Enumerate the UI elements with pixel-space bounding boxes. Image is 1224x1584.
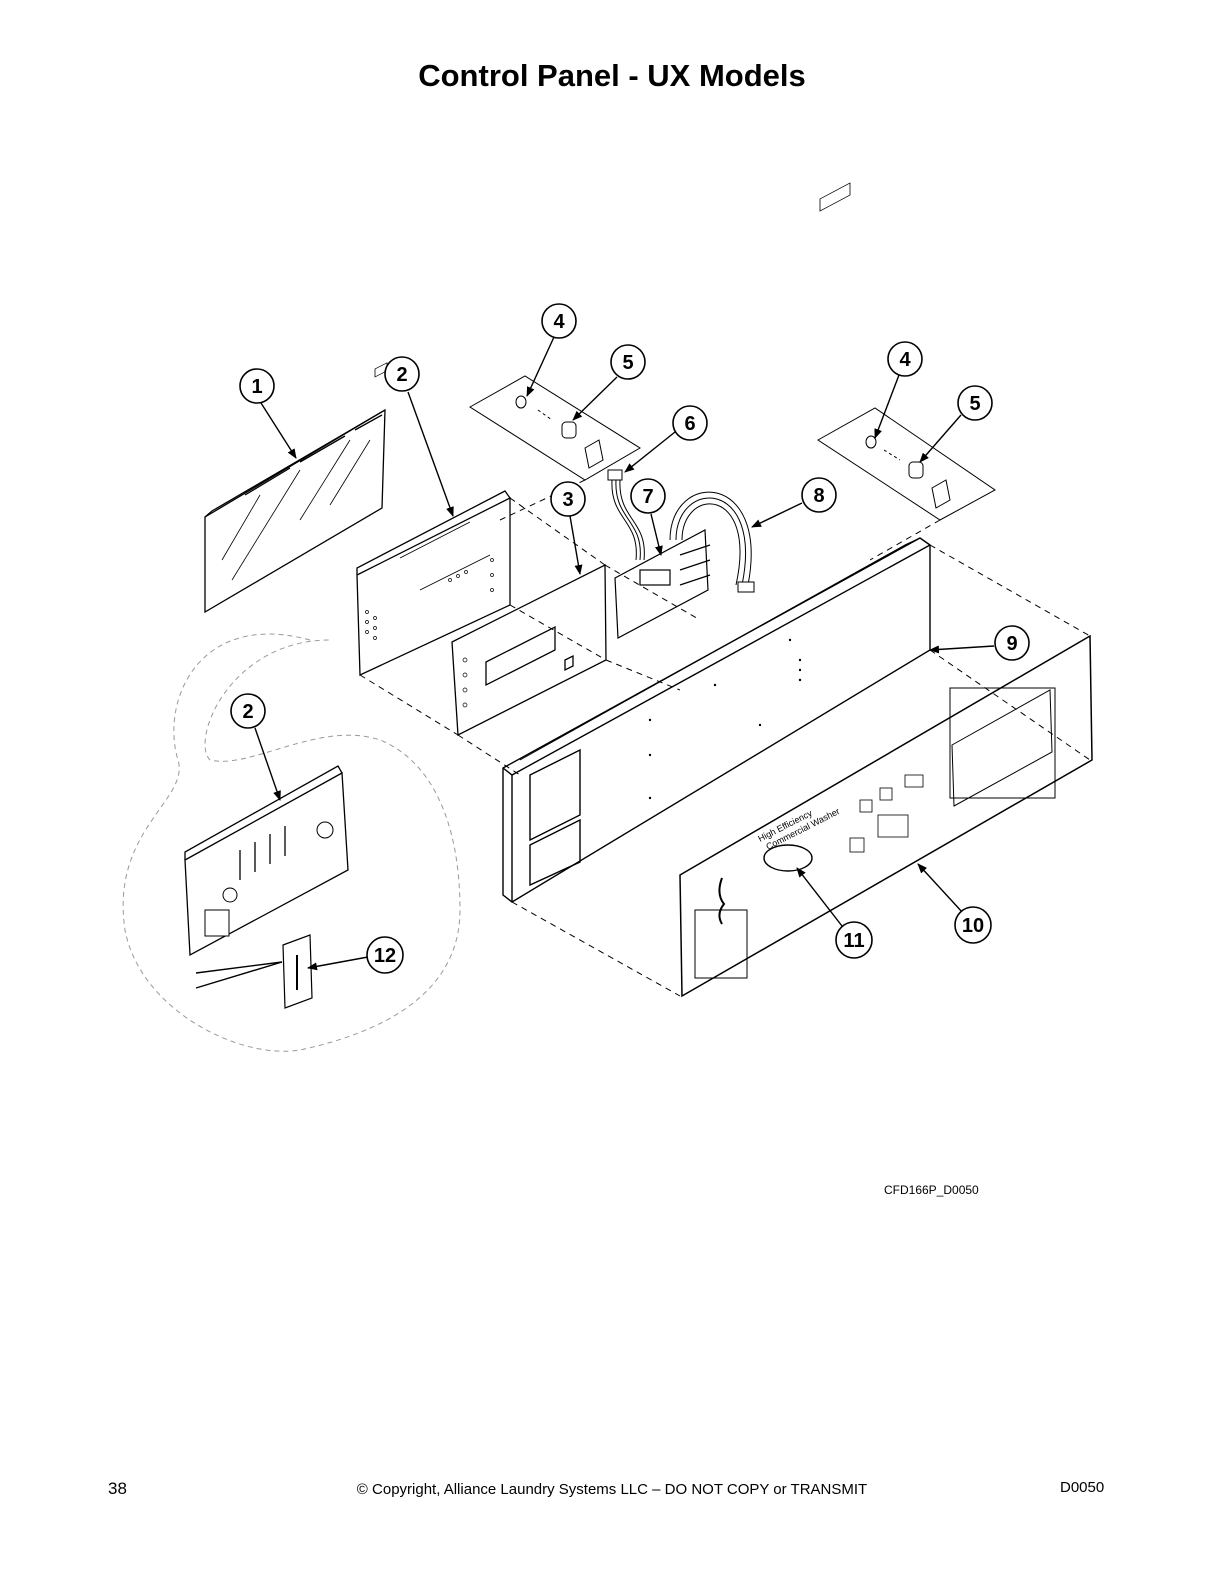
svg-text:2: 2 <box>396 364 407 386</box>
callout-4-right: 4 <box>887 341 923 377</box>
document-code: D0050 <box>1060 1479 1105 1496</box>
part-keypad-board <box>614 529 711 639</box>
part-spacer-plate-left <box>469 375 641 481</box>
svg-text:9: 9 <box>1006 633 1017 655</box>
svg-text:2: 2 <box>242 701 253 723</box>
part-panel-overlay <box>679 634 1093 998</box>
part-spacer-plate-right <box>817 407 996 521</box>
svg-text:7: 7 <box>642 486 653 508</box>
callout-11: 11 <box>835 921 873 959</box>
callout-10: 10 <box>954 906 992 944</box>
copyright-notice: © Copyright, Alliance Laundry Systems LL… <box>356 1481 868 1498</box>
alternate-board-outline <box>122 633 461 1052</box>
part-window-glass <box>204 408 386 614</box>
svg-text:3: 3 <box>562 489 573 511</box>
callout-3: 3 <box>550 481 586 517</box>
svg-text:5: 5 <box>969 393 980 415</box>
callout-6: 6 <box>672 405 708 441</box>
page-title: Control Panel - UX Models <box>418 58 806 93</box>
page-number: 38 <box>108 1479 127 1498</box>
callout-2-lower: 2 <box>230 693 266 729</box>
callout-4-left: 4 <box>541 303 577 339</box>
frame-holes <box>648 638 802 800</box>
svg-text:6: 6 <box>684 413 695 435</box>
callout-1: 1 <box>239 368 275 404</box>
svg-text:4: 4 <box>899 349 911 371</box>
svg-text:1: 1 <box>251 376 262 398</box>
svg-text:8: 8 <box>813 485 824 507</box>
figure-code: CFD166P_D0050 <box>884 1183 979 1197</box>
callout-2-upper: 2 <box>384 356 420 392</box>
callout-12: 12 <box>366 936 404 974</box>
svg-text:10: 10 <box>962 915 984 937</box>
board-pinholes <box>365 558 494 640</box>
part-control-board-lower <box>184 765 349 957</box>
callout-8: 8 <box>801 477 837 513</box>
callout-7: 7 <box>630 478 666 514</box>
svg-text:12: 12 <box>374 945 396 967</box>
callout-5-right: 5 <box>957 385 993 421</box>
svg-text:5: 5 <box>622 352 633 374</box>
callout-5-left: 5 <box>610 344 646 380</box>
svg-text:4: 4 <box>553 311 565 333</box>
bracket-holes <box>462 657 468 708</box>
part-harness-6 <box>607 469 645 561</box>
callout-9: 9 <box>994 625 1030 661</box>
part-fuse <box>282 934 313 1009</box>
part-ribbon-cable <box>669 491 755 593</box>
svg-text:11: 11 <box>843 930 864 952</box>
leader-arrows <box>195 336 995 989</box>
